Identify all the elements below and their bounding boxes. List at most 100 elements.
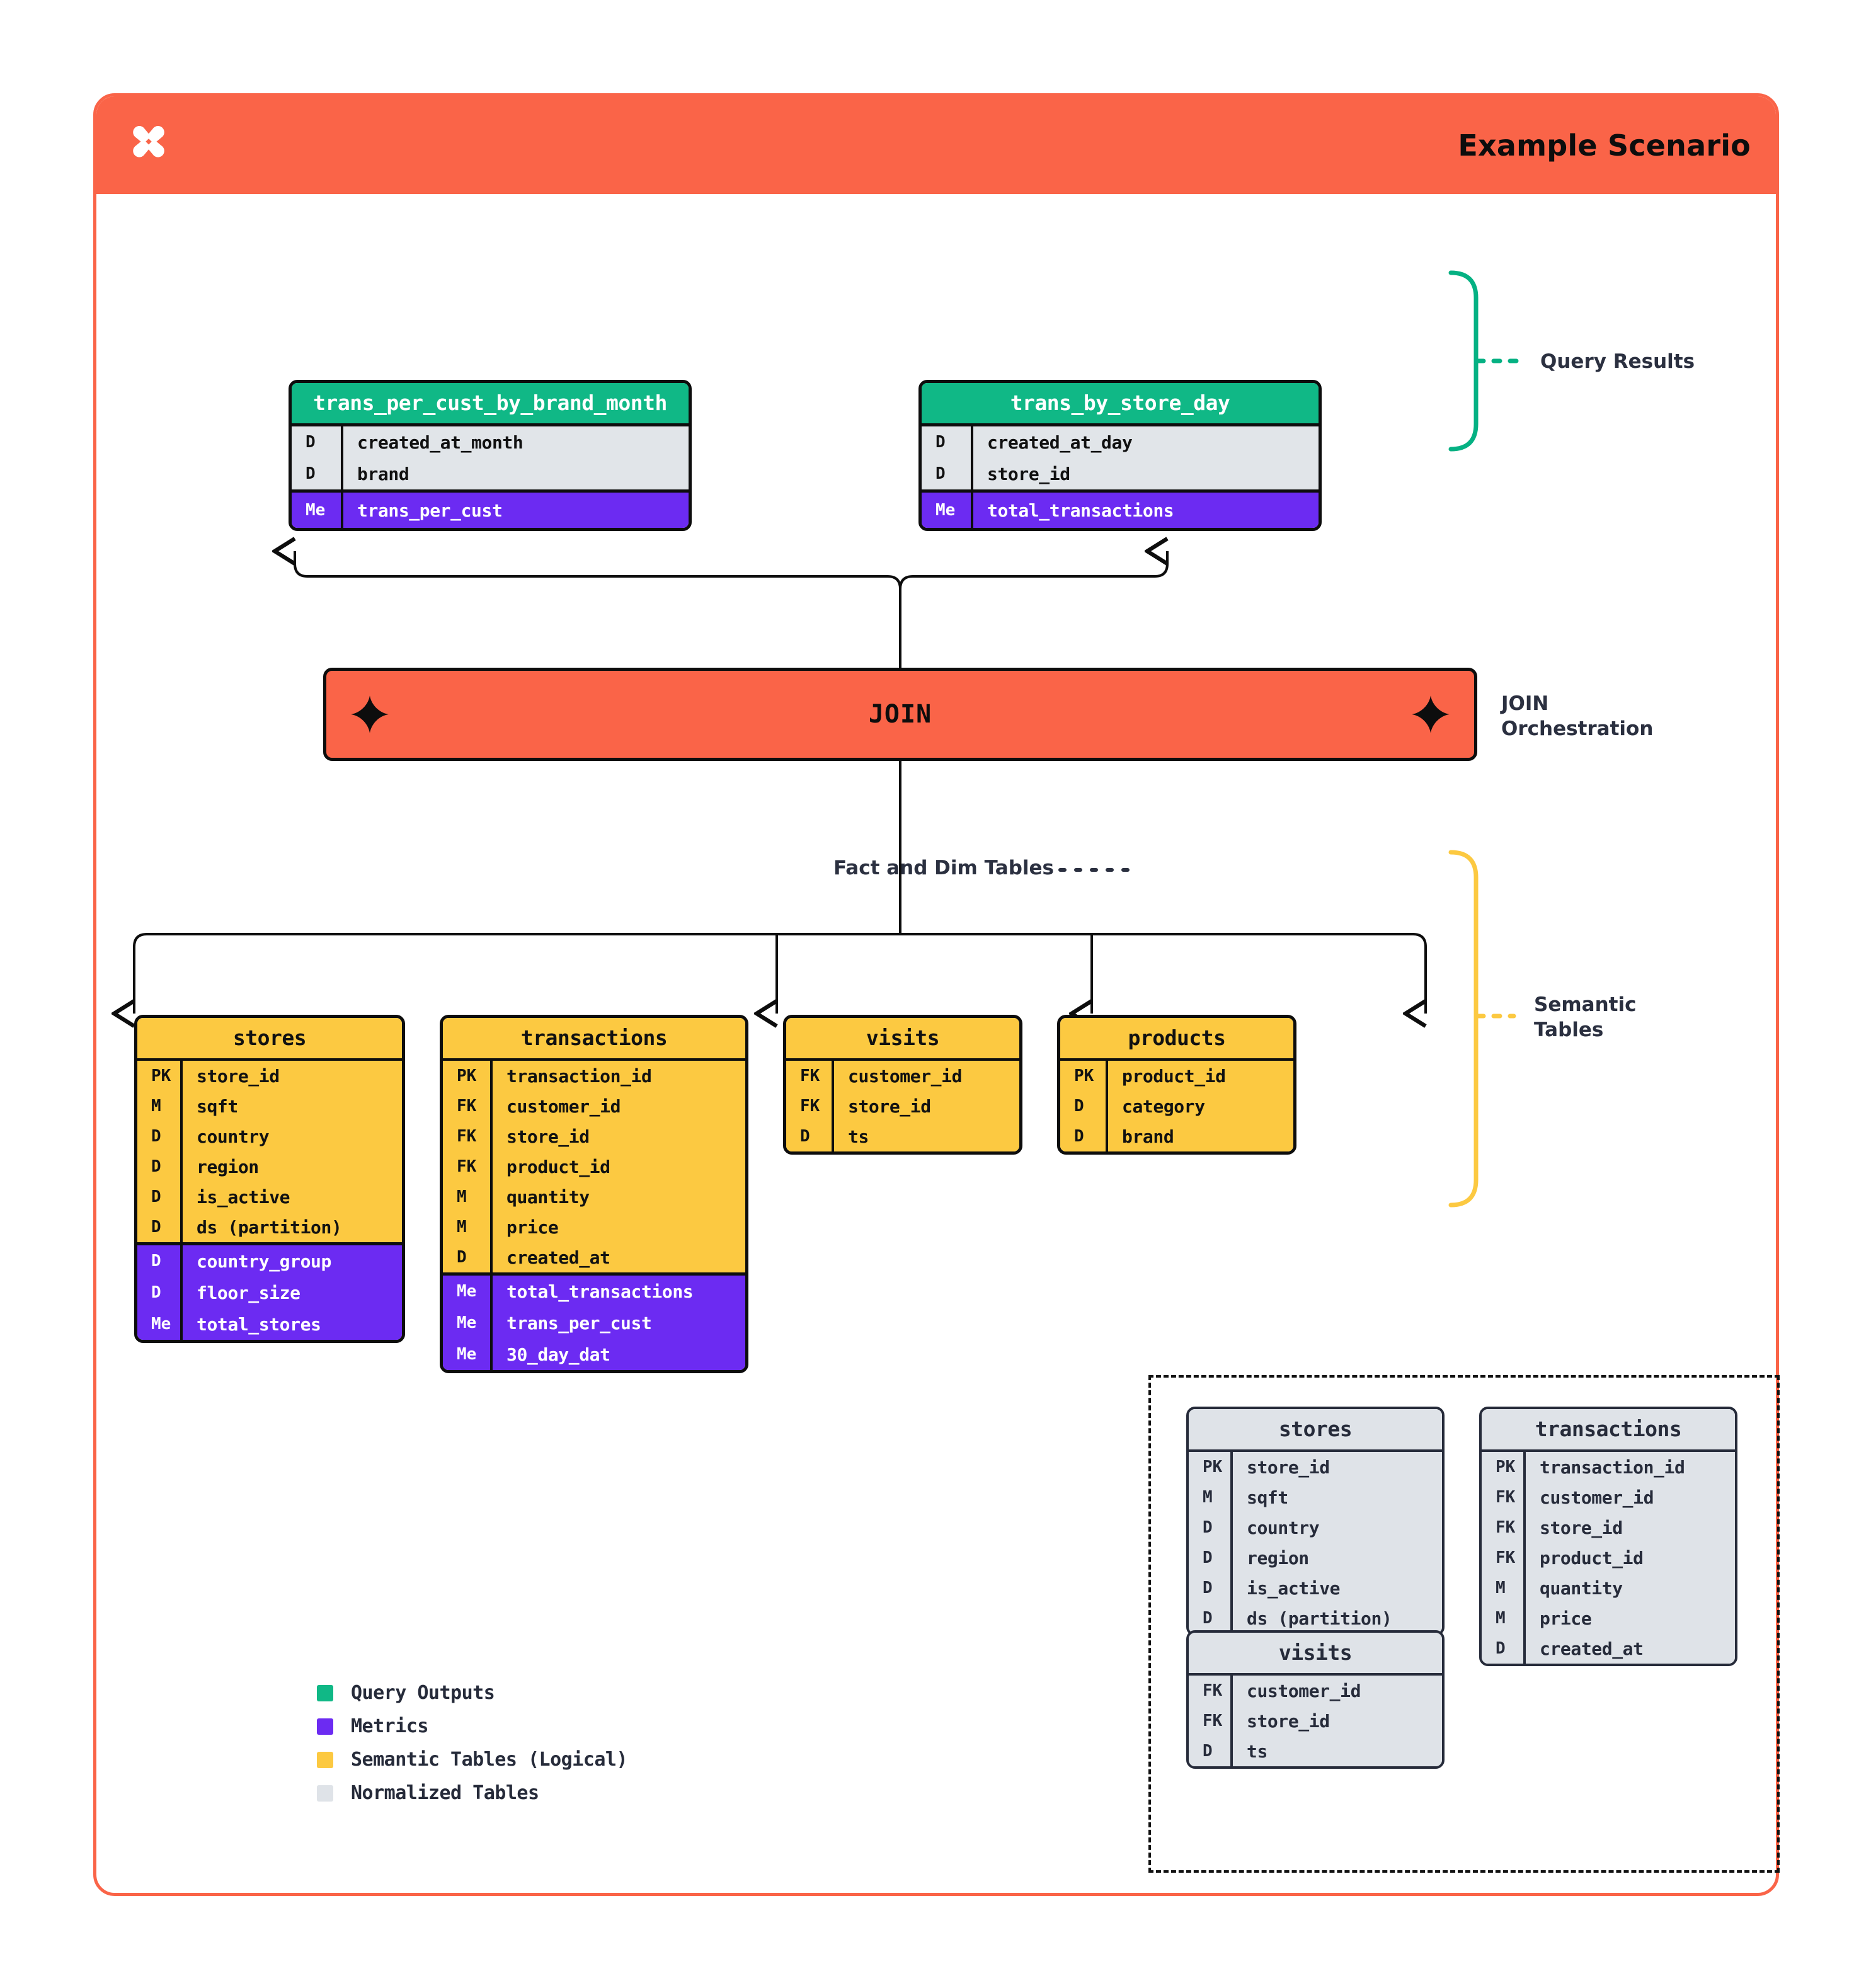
table-row: FK store_id <box>1189 1706 1442 1736</box>
table-row: PK store_id <box>1189 1452 1442 1482</box>
table-header: visits <box>786 1018 1019 1061</box>
table-row: M quantity <box>443 1182 745 1212</box>
table-row: M price <box>443 1212 745 1242</box>
semantic-table-products[interactable]: products PK product_id D category D bran… <box>1057 1015 1296 1155</box>
table-row: FK product_id <box>443 1151 745 1182</box>
table-row: Me trans_per_cust <box>292 493 689 528</box>
table-row: D created_at <box>443 1242 745 1272</box>
table-row: D ts <box>786 1121 1019 1151</box>
sparkle-icon <box>1412 695 1450 733</box>
normalized-table-transactions[interactable]: transactions PK transaction_id FK custom… <box>1479 1407 1737 1666</box>
table-row: M price <box>1482 1603 1735 1633</box>
legend-label: Metrics <box>351 1715 428 1737</box>
legend-swatch <box>317 1684 333 1701</box>
table-header: trans_per_cust_by_brand_month <box>292 383 689 423</box>
table-row: D floor_size <box>137 1277 402 1308</box>
table-row: Me total_transactions <box>443 1276 745 1307</box>
table-row: D is_active <box>137 1182 402 1212</box>
annotation-semantic-tables: Semantic Tables <box>1534 993 1636 1043</box>
table-row: D store_id <box>922 458 1319 489</box>
table-row: Me 30_day_dat <box>443 1339 745 1370</box>
dimension-rows: D created_at_day D store_id <box>922 423 1319 489</box>
annotation-join-orchestration-line2: Orchestration <box>1501 717 1654 740</box>
table-row: PK product_id <box>1060 1061 1293 1091</box>
table-row: FK customer_id <box>1482 1482 1735 1512</box>
page-title: Example Scenario <box>1458 128 1751 163</box>
query-result-table-trans-per-cust-by-brand-month[interactable]: trans_per_cust_by_brand_month D created_… <box>289 380 692 531</box>
legend-item-semantic-tables: Semantic Tables (Logical) <box>317 1743 628 1776</box>
column-rows: PK store_id M sqft D country D region D … <box>1189 1452 1442 1633</box>
semantic-table-visits[interactable]: visits FK customer_id FK store_id D ts <box>783 1015 1022 1155</box>
annotation-fact-and-dim-tables: Fact and Dim Tables <box>833 857 1054 879</box>
annotation-join-orchestration: JOIN Orchestration <box>1501 692 1653 741</box>
normalized-table-stores[interactable]: stores PK store_id M sqft D country D re… <box>1186 1407 1445 1636</box>
table-row: PK store_id <box>137 1061 402 1091</box>
table-row: D created_at_day <box>922 426 1319 458</box>
legend-label: Normalized Tables <box>351 1782 539 1804</box>
table-header: trans_by_store_day <box>922 383 1319 423</box>
card-header: Example Scenario <box>96 96 1776 194</box>
column-rows: PK transaction_id FK customer_id FK stor… <box>443 1061 745 1272</box>
table-header: visits <box>1189 1633 1442 1676</box>
table-row: FK customer_id <box>443 1091 745 1121</box>
annotation-semantic-tables-line2: Tables <box>1534 1018 1604 1041</box>
table-row: PK transaction_id <box>1482 1452 1735 1482</box>
table-header: stores <box>1189 1409 1442 1452</box>
table-row: FK store_id <box>443 1121 745 1151</box>
table-row: FK store_id <box>1482 1512 1735 1543</box>
fact-and-dim-container <box>1148 1375 1780 1873</box>
table-row: D ds (partition) <box>1189 1603 1442 1633</box>
table-row: D country_group <box>137 1245 402 1277</box>
table-header: transactions <box>443 1018 745 1061</box>
table-row: M sqft <box>1189 1482 1442 1512</box>
legend-swatch <box>317 1751 333 1768</box>
table-row: FK customer_id <box>786 1061 1019 1091</box>
table-row: D ds (partition) <box>137 1212 402 1242</box>
table-row: Me total_stores <box>137 1308 402 1340</box>
table-header: products <box>1060 1018 1293 1061</box>
semantic-table-transactions[interactable]: transactions PK transaction_id FK custom… <box>440 1015 748 1373</box>
table-row: D region <box>137 1151 402 1182</box>
table-row: D is_active <box>1189 1573 1442 1603</box>
metric-rows: Me total_transactions Me trans_per_cust … <box>443 1272 745 1370</box>
table-row: D brand <box>1060 1121 1293 1151</box>
legend-label: Query Outputs <box>351 1682 495 1704</box>
metric-rows: Me total_transactions <box>922 489 1319 528</box>
column-rows: PK product_id D category D brand <box>1060 1061 1293 1151</box>
legend: Query Outputs Metrics Semantic Tables (L… <box>317 1676 628 1810</box>
legend-swatch <box>317 1718 333 1735</box>
table-row: D ts <box>1189 1736 1442 1766</box>
normalized-table-visits[interactable]: visits FK customer_id FK store_id D ts <box>1186 1630 1445 1769</box>
table-row: D created_at_month <box>292 426 689 458</box>
column-rows: FK customer_id FK store_id D ts <box>786 1061 1019 1151</box>
semantic-table-stores[interactable]: stores PK store_id M sqft D country D re… <box>134 1015 405 1343</box>
legend-item-query-outputs: Query Outputs <box>317 1676 627 1710</box>
table-row: Me trans_per_cust <box>443 1307 745 1339</box>
table-row: D region <box>1189 1543 1442 1573</box>
join-orchestration-bar[interactable]: JOIN <box>323 668 1477 761</box>
annotation-join-orchestration-line1: JOIN <box>1501 692 1549 715</box>
table-row: D country <box>137 1121 402 1151</box>
annotation-query-results: Query Results <box>1540 350 1695 373</box>
table-row: D created_at <box>1482 1633 1735 1664</box>
table-row: D category <box>1060 1091 1293 1121</box>
dimension-rows: D created_at_month D brand <box>292 423 689 489</box>
table-row: Me total_transactions <box>922 493 1319 528</box>
table-row: D brand <box>292 458 689 489</box>
legend-item-metrics: Metrics <box>317 1710 627 1743</box>
table-row: PK transaction_id <box>443 1061 745 1091</box>
sparkle-icon <box>351 695 389 733</box>
legend-swatch <box>317 1785 333 1802</box>
join-label: JOIN <box>868 700 932 729</box>
metric-rows: Me trans_per_cust <box>292 489 689 528</box>
query-result-table-trans-by-store-day[interactable]: trans_by_store_day D created_at_day D st… <box>918 380 1322 531</box>
diagram-card: Example Scenario <box>93 93 1780 1896</box>
table-row: M quantity <box>1482 1573 1735 1603</box>
annotation-semantic-tables-line1: Semantic <box>1534 993 1637 1016</box>
table-row: FK store_id <box>786 1091 1019 1121</box>
column-rows: PK store_id M sqft D country D region D … <box>137 1061 402 1242</box>
table-header: stores <box>137 1018 402 1061</box>
table-row: FK customer_id <box>1189 1676 1442 1706</box>
table-header: transactions <box>1482 1409 1735 1452</box>
table-row: FK product_id <box>1482 1543 1735 1573</box>
